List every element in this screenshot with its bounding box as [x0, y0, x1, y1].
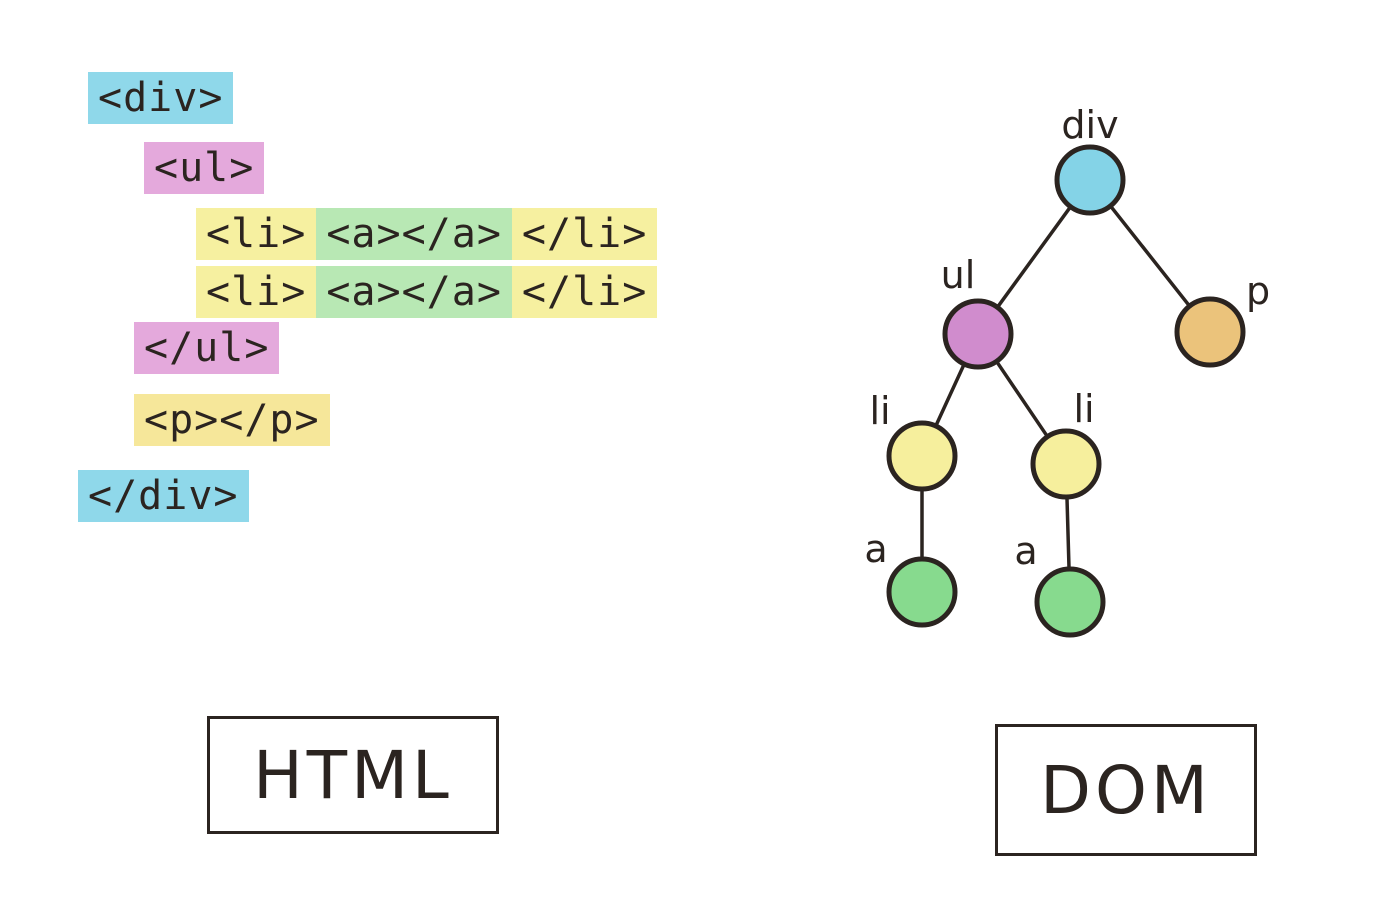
code-token-li: <li>	[196, 266, 317, 318]
tree-node-p	[1174, 296, 1246, 368]
code-token-li: </li>	[511, 266, 658, 318]
code-token-a: <a></a>	[316, 208, 512, 260]
tree-edge-div-p	[1108, 204, 1192, 308]
tree-node-li1	[886, 420, 958, 492]
code-token-ul: <ul>	[144, 142, 265, 194]
code-line: <li><a></a></li>	[196, 266, 658, 318]
tree-edge-ul-li1	[934, 362, 966, 428]
tree-node-label-li1: li	[869, 389, 890, 433]
tree-node-div	[1054, 144, 1126, 216]
tree-edge-div-ul	[995, 204, 1073, 310]
tree-edge-li2-a2	[1065, 495, 1071, 571]
code-token-div: <div>	[88, 72, 234, 124]
code-line: <p></p>	[134, 394, 330, 446]
code-token-ul: </ul>	[134, 322, 280, 374]
tree-node-label-a1: a	[864, 527, 887, 571]
code-line: </div>	[78, 470, 249, 522]
code-token-li: <li>	[196, 208, 317, 260]
code-line: </ul>	[134, 322, 280, 374]
code-token-li: </li>	[511, 208, 658, 260]
tree-node-a1	[886, 556, 958, 628]
html-code-panel: <div><ul><li><a></a></li><li><a></a></li…	[0, 0, 700, 560]
html-caption-label: HTML	[253, 736, 453, 814]
tree-node-label-p: p	[1246, 269, 1270, 313]
code-line: <ul>	[144, 142, 265, 194]
tree-node-label-li2: li	[1073, 387, 1094, 431]
tree-node-label-a2: a	[1014, 529, 1037, 573]
dom-caption-box: DOM	[995, 724, 1257, 856]
html-caption-box: HTML	[207, 716, 499, 834]
code-line: <li><a></a></li>	[196, 208, 658, 260]
code-line: <div>	[88, 72, 234, 124]
tree-node-ul	[942, 298, 1014, 370]
code-token-p: <p></p>	[134, 394, 330, 446]
tree-edge-ul-li2	[994, 359, 1050, 439]
tree-node-label-ul: ul	[941, 253, 976, 297]
tree-node-a2	[1034, 566, 1106, 638]
code-token-a: <a></a>	[316, 266, 512, 318]
tree-node-li2	[1030, 428, 1102, 500]
tree-node-label-div: div	[1061, 103, 1118, 147]
code-token-div: </div>	[78, 470, 249, 522]
dom-caption-label: DOM	[1040, 751, 1212, 829]
